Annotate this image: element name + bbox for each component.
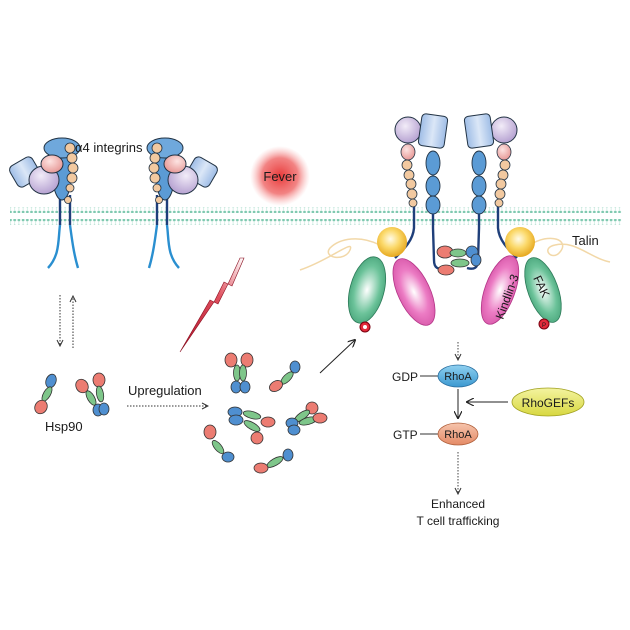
heat-needle-icon (179, 257, 245, 353)
hsp90-label: Hsp90 (45, 419, 83, 434)
kindlin-left (392, 258, 436, 326)
phospho-dot-left (363, 325, 367, 329)
outcome-line2: T cell trafficking (417, 514, 500, 528)
hsp90-upregulated-cluster (203, 352, 328, 474)
phospho-site-right (538, 318, 550, 330)
fever-glow (250, 146, 310, 206)
talin-head-left (377, 227, 407, 257)
rhogefs-label: RhoGEFs (522, 396, 575, 410)
cell-membrane (10, 207, 622, 225)
active-integrin-left (394, 113, 449, 270)
hsp90-left-cluster (34, 372, 110, 417)
talin-label: Talin (572, 233, 599, 248)
phospho-label: P (542, 323, 546, 329)
talin-head-right (505, 227, 535, 257)
active-integrin-right (463, 113, 518, 270)
gdp-label: GDP (392, 370, 418, 384)
fever-label: Fever (263, 169, 297, 184)
rhoa-gtp-label: RhoA (444, 429, 472, 441)
fak: FAK P (524, 257, 562, 330)
rhoa-gdp-node (437, 364, 479, 388)
hsp90-bound (436, 245, 482, 276)
fak-left (347, 256, 387, 324)
membrane-inner-leaflet (10, 219, 622, 225)
talin-rod-left (299, 238, 381, 271)
kindlin3: Kindlin-3 (480, 255, 522, 325)
talin-rod-right (529, 237, 611, 263)
rhoa-gdp-label: RhoA (444, 371, 472, 383)
gtp-label: GTP (393, 428, 418, 442)
rhogefs-node (511, 387, 585, 417)
outcome-line1: Enhanced (431, 497, 485, 511)
rhoa-gtp-node (437, 422, 479, 446)
fever-symbol: Fever (250, 146, 310, 206)
membrane-outer-leaflet (10, 207, 622, 213)
alpha4-integrins-label: α4 integrins (75, 140, 143, 155)
bent-integrin-right (146, 137, 218, 269)
upregulation-label: Upregulation (128, 383, 202, 398)
activation-arrow (319, 340, 355, 374)
bent-integrin-left (9, 137, 81, 269)
